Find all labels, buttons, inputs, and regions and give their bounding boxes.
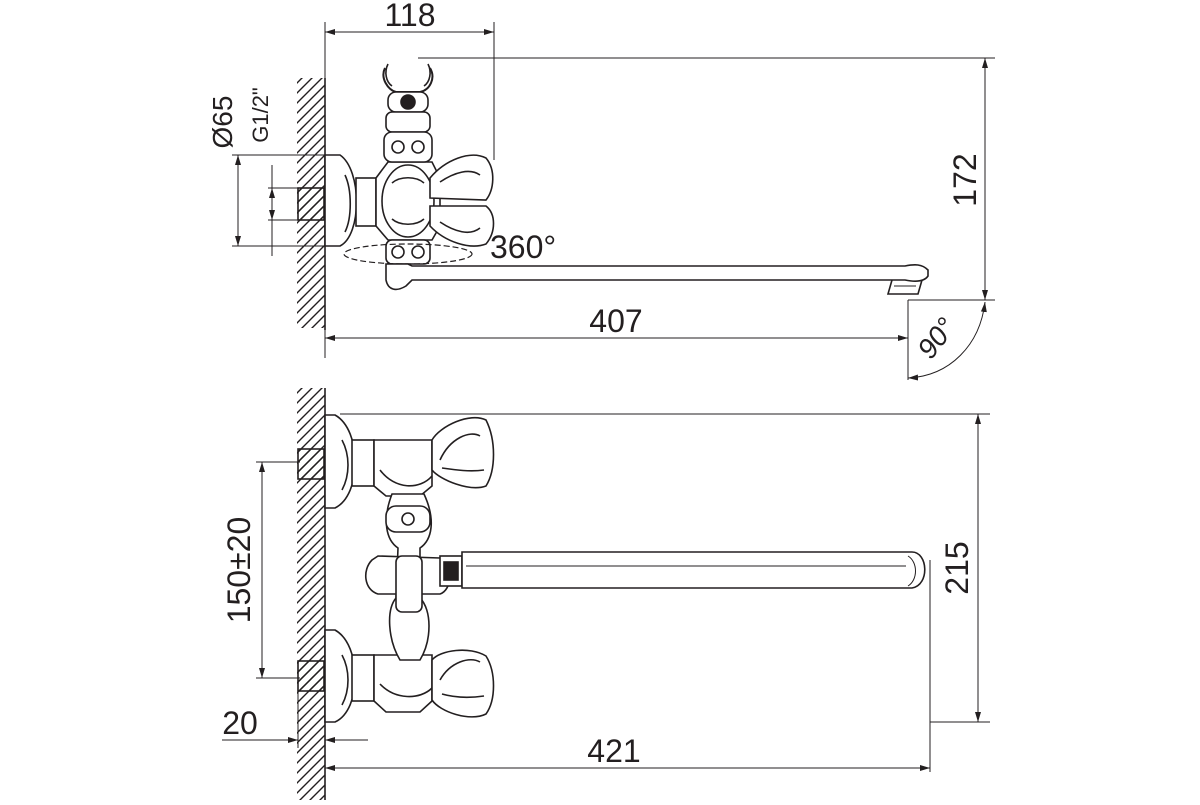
rotation-label: 360°	[490, 229, 556, 265]
front-dim-height: 215	[939, 541, 975, 594]
front-handle-lower	[431, 649, 495, 718]
front-spout	[461, 551, 926, 589]
side-dim-thread: G1/2"	[248, 87, 273, 143]
side-handle-lower	[429, 205, 495, 247]
side-dim-height: 172	[947, 153, 983, 206]
side-wall-flange	[324, 154, 358, 247]
front-body-lower	[373, 654, 433, 713]
side-spout	[385, 263, 929, 291]
front-dim-center-distance: 150±20	[221, 517, 257, 624]
front-inlet-upper	[297, 448, 325, 480]
front-dim-inlet-length: 20	[222, 705, 258, 741]
front-flange-upper	[324, 414, 357, 509]
front-flange-lower	[324, 629, 357, 723]
front-handle-upper	[431, 416, 495, 489]
side-shower-holder	[382, 67, 434, 93]
front-dim-total-length: 421	[587, 733, 640, 769]
side-connector	[355, 177, 377, 227]
side-view	[232, 22, 995, 381]
side-inlet-thread	[297, 187, 325, 221]
side-dim-diameter: Ø65	[207, 96, 238, 149]
side-handle-upper	[429, 154, 494, 201]
front-body-upper	[373, 439, 433, 497]
side-dim-spout-length: 407	[589, 303, 642, 339]
side-dim-top-width: 118	[384, 0, 435, 33]
front-inlet-lower	[297, 660, 325, 692]
front-view	[222, 388, 990, 800]
spout-angle-label: 90°	[911, 312, 961, 364]
